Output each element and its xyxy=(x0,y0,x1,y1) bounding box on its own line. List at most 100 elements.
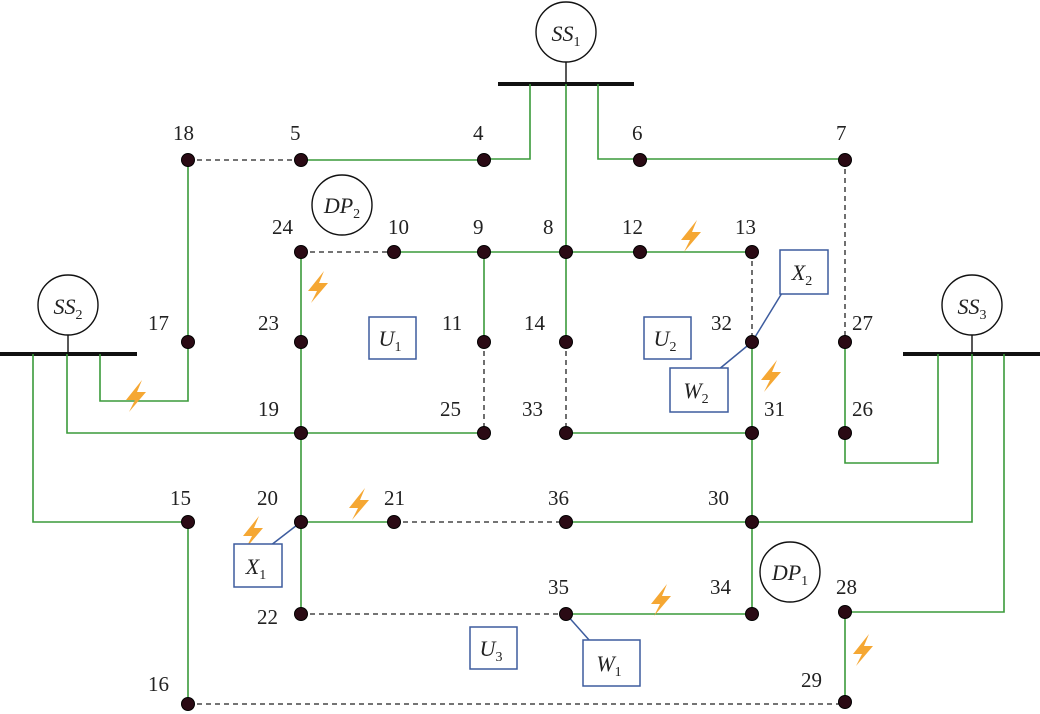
substation-symbols: SS1 SS2 SS3 xyxy=(37,1,1003,336)
node-label: 28 xyxy=(836,575,857,599)
node-36 xyxy=(559,515,573,529)
u1-subscript: 1 xyxy=(394,340,401,355)
svg-text:X1: X1 xyxy=(245,554,266,583)
line-36-30-ss3 xyxy=(566,354,973,523)
lightning-bolt-icon xyxy=(243,516,263,548)
node-25 xyxy=(477,426,491,440)
line-ss1-6-7 xyxy=(597,84,845,160)
node-7 xyxy=(838,153,852,167)
node-label: 19 xyxy=(258,397,279,421)
node-32 xyxy=(745,335,759,349)
svg-text:SS3: SS3 xyxy=(958,294,987,323)
node-8 xyxy=(559,245,573,259)
node-29 xyxy=(838,695,852,709)
dp2-subscript: 2 xyxy=(353,207,360,222)
svg-text:W1: W1 xyxy=(596,651,621,680)
node-24 xyxy=(294,245,308,259)
node-label: 34 xyxy=(710,575,732,599)
node-label: 29 xyxy=(801,668,822,692)
ss3-subscript: 3 xyxy=(980,308,987,323)
node-label: 14 xyxy=(524,311,546,335)
ss2-subscript: 2 xyxy=(76,308,83,323)
closed-lines xyxy=(32,84,1005,702)
node-label: 7 xyxy=(836,121,847,145)
svg-text:U2: U2 xyxy=(654,326,677,355)
line-ss2-19 xyxy=(66,354,301,434)
node-label: 8 xyxy=(543,215,554,239)
dp2-circle: DP2 xyxy=(311,174,373,236)
node-35 xyxy=(559,607,573,621)
node-23 xyxy=(294,335,308,349)
node-15 xyxy=(181,515,195,529)
x2-label: X xyxy=(791,260,807,285)
node-label: 30 xyxy=(708,486,729,510)
svg-text:DP1: DP1 xyxy=(771,560,808,589)
ss2-label: SS xyxy=(54,294,76,319)
w1-subscript: 1 xyxy=(615,665,622,680)
node-34 xyxy=(745,607,759,621)
box-u3: U3 xyxy=(469,626,518,670)
node-6 xyxy=(633,153,647,167)
node-17 xyxy=(181,335,195,349)
ss1-label: SS xyxy=(552,21,574,46)
lightning-bolt-icon xyxy=(308,271,328,303)
node-label: 31 xyxy=(764,397,785,421)
node-14 xyxy=(559,335,573,349)
node-10 xyxy=(387,245,401,259)
dp1-subscript: 1 xyxy=(801,574,808,589)
node-21 xyxy=(387,515,401,529)
node-33 xyxy=(559,426,573,440)
svg-text:U3: U3 xyxy=(480,636,503,665)
u2-label: U xyxy=(654,326,672,351)
svg-text:SS2: SS2 xyxy=(54,294,83,323)
open-lines xyxy=(188,159,846,705)
node-28 xyxy=(838,605,852,619)
node-label: 18 xyxy=(173,121,194,145)
node-5 xyxy=(294,153,308,167)
faults xyxy=(126,220,873,666)
node-label: 11 xyxy=(442,311,462,335)
svg-text:W2: W2 xyxy=(683,378,708,407)
node-label: 13 xyxy=(735,215,756,239)
ss3-label: SS xyxy=(958,294,980,319)
node-30 xyxy=(745,515,759,529)
ss1-subscript: 1 xyxy=(574,35,581,50)
node-label: 26 xyxy=(852,397,873,421)
lightning-bolt-icon xyxy=(651,584,671,616)
u2-subscript: 2 xyxy=(669,340,676,355)
node-31 xyxy=(745,426,759,440)
line-27-26-ss3 xyxy=(844,342,939,464)
x2-subscript: 2 xyxy=(805,274,812,289)
zone-boxes: U1 U2 U3 X1 X2 W1 W2 xyxy=(233,249,829,687)
box-w2: W2 xyxy=(669,367,729,413)
x2-connector xyxy=(751,292,783,343)
node-labels: 4 5 6 7 8 9 10 11 12 13 14 15 16 17 18 1… xyxy=(148,121,873,696)
node-18 xyxy=(181,153,195,167)
box-connectors xyxy=(265,292,783,642)
node-13 xyxy=(745,245,759,259)
box-u1: U1 xyxy=(368,316,417,360)
node-label: 15 xyxy=(170,486,191,510)
node-12 xyxy=(633,245,647,259)
node-label: 36 xyxy=(548,486,569,510)
box-w1: W1 xyxy=(582,639,641,687)
lightning-bolt-icon xyxy=(761,360,781,392)
node-22 xyxy=(294,607,308,621)
substation-ss2: SS2 xyxy=(37,274,99,336)
w1-label: W xyxy=(596,651,616,676)
node-label: 27 xyxy=(852,311,873,335)
node-20 xyxy=(294,515,308,529)
w2-connector xyxy=(717,341,753,371)
node-19 xyxy=(294,426,308,440)
line-ss3-28 xyxy=(845,354,1005,613)
node-label: 32 xyxy=(711,311,732,335)
line-ss2-15 xyxy=(32,354,188,523)
lightning-bolt-icon xyxy=(349,488,369,520)
node-label: 35 xyxy=(548,575,569,599)
node-label: 24 xyxy=(272,215,294,239)
node-label: 25 xyxy=(440,397,461,421)
substation-ss1: SS1 xyxy=(535,1,597,63)
x1-label: X xyxy=(245,554,261,579)
u3-subscript: 3 xyxy=(495,650,502,665)
box-x2: X2 xyxy=(779,249,829,295)
